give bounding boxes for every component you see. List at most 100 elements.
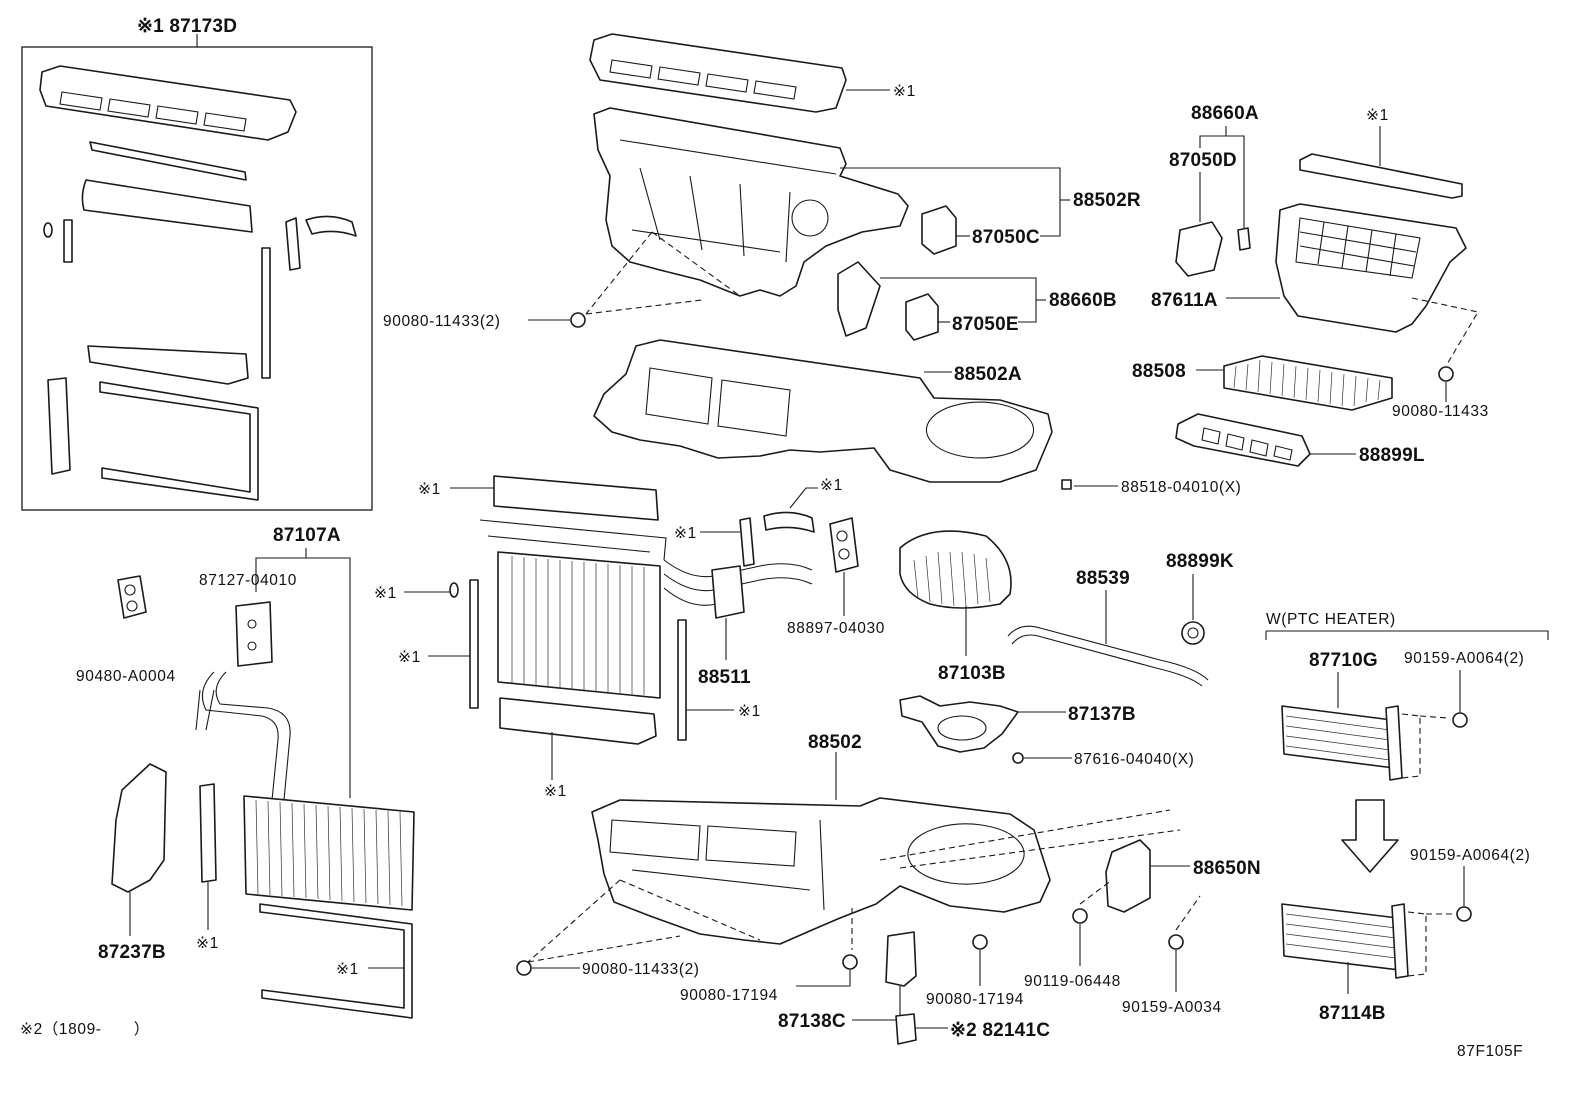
callout-87173D[interactable]: ※1 87173D [137, 16, 237, 37]
leader-88502R [840, 167, 1061, 237]
callout-87050E[interactable]: 87050E [952, 314, 1019, 335]
callout-87138C[interactable]: 87138C [778, 1011, 846, 1032]
amplifier-fastener-guide [1079, 879, 1201, 931]
evap-oring [739, 517, 755, 567]
callout-87137B[interactable]: 87137B [1068, 704, 1136, 725]
screw-90159-A0064-a [1452, 712, 1468, 728]
grommet2-hole-b [838, 548, 850, 560]
heater-l-seal [259, 903, 413, 1019]
kit-stick-right [261, 247, 271, 379]
ref-evap-foam-top: ※1 [418, 481, 441, 498]
ref-evap-stick-left: ※1 [398, 649, 421, 666]
evaporator-core [497, 551, 661, 699]
callout-87050C[interactable]: 87050C [972, 227, 1040, 248]
filter-cover-slots [1201, 427, 1293, 461]
callout-88899K[interactable]: 88899K [1166, 551, 1234, 572]
ptc-heater-2-guide [1407, 911, 1427, 977]
callout-88502R[interactable]: 88502R [1073, 190, 1141, 211]
callout-88511[interactable]: 88511 [698, 667, 751, 688]
blower-group: 87103B 88539 88899K 87137B 87616-04040(X… [899, 530, 1234, 768]
gasket-hole-b [247, 641, 257, 651]
lower-case-fastener-guide [527, 879, 761, 963]
middle-case-openings [645, 367, 1035, 459]
evap-tray [499, 697, 657, 745]
plug-88899K [1181, 621, 1205, 645]
lower-case-guide-right [879, 809, 1181, 869]
ref-evap-tray: ※1 [544, 783, 567, 800]
kit-hose-bent [305, 215, 357, 237]
callout-87237B[interactable]: 87237B [98, 942, 166, 963]
actuator-87050D [1175, 221, 1223, 277]
upper-case-ribs [619, 139, 837, 263]
callout-87611A[interactable]: 87611A [1151, 290, 1218, 311]
lower-case-openings [609, 819, 1025, 911]
callout-90080-11433-2-bottom[interactable]: 90080-11433(2) [582, 961, 700, 978]
ref-heater-l-seal: ※1 [336, 961, 359, 978]
callout-88660B[interactable]: 88660B [1049, 290, 1117, 311]
ref-evap-stick-right: ※1 [738, 703, 761, 720]
top-right-group: 88660A 87050D ※1 87611A 90080-11433 8850… [1132, 103, 1489, 467]
callout-88539[interactable]: 88539 [1076, 568, 1130, 589]
heater-pipes [195, 671, 291, 801]
grommet-hole-b [126, 600, 138, 612]
callout-87127-04010[interactable]: 87127-04010 [199, 572, 297, 589]
filter-88508 [1223, 355, 1393, 411]
callout-88899L[interactable]: 88899L [1359, 445, 1425, 466]
callout-87107A[interactable]: 87107A [273, 525, 341, 546]
callout-88650N[interactable]: 88650N [1193, 858, 1261, 879]
callout-90080-17194-b[interactable]: 90080-17194 [926, 991, 1024, 1008]
gasket-hole-a [247, 619, 257, 629]
leader-90080-17194-a [796, 970, 851, 987]
callout-90080-17194-a[interactable]: 90080-17194 [680, 987, 778, 1004]
callout-90119-06448[interactable]: 90119-06448 [1024, 973, 1121, 990]
middle-case-group: 88502A 88518-04010(X) [593, 339, 1241, 496]
link-88660B [837, 261, 881, 337]
heater-core-group: 87107A 87127-04010 90480-A0004 ※1 ※1 872… [76, 525, 415, 1019]
callout-88897-04030[interactable]: 88897-04030 [787, 620, 885, 637]
callout-87710G[interactable]: 87710G [1309, 650, 1378, 671]
ptc-heater-fins [1285, 715, 1391, 761]
screw-87616-04040 [1012, 752, 1024, 764]
callout-88660A[interactable]: 88660A [1191, 103, 1259, 124]
grommet-88897-04030 [829, 517, 859, 573]
ptc-variant-bracket [1265, 630, 1549, 640]
callout-90080-11433[interactable]: 90080-11433 [1392, 403, 1489, 420]
callout-90080-11433-2-top[interactable]: 90080-11433(2) [383, 313, 501, 330]
actuator-87050E [905, 293, 939, 341]
kit-seal-frame [39, 65, 297, 141]
ptc-screw-guide-a [1419, 715, 1449, 719]
connector-82141C [895, 1013, 917, 1045]
callout-87616-04040[interactable]: 87616-04040(X) [1074, 751, 1194, 768]
callout-90159-A0064-b[interactable]: 90159-A0064(2) [1410, 847, 1530, 864]
callout-90480-A0004[interactable]: 90480-A0004 [76, 668, 176, 685]
callout-90159-A0064-a[interactable]: 90159-A0064(2) [1404, 650, 1524, 667]
ref-evap-hose: ※1 [820, 477, 843, 494]
callout-88508[interactable]: 88508 [1132, 361, 1186, 382]
callout-90159-A0034[interactable]: 90159-A0034 [1122, 999, 1222, 1016]
callout-87114B[interactable]: 87114B [1319, 1003, 1386, 1024]
link-88660A [1237, 227, 1251, 251]
callout-88502[interactable]: 88502 [808, 732, 862, 753]
evap-ring [449, 582, 459, 598]
callout-88518-04010[interactable]: 88518-04010(X) [1121, 479, 1241, 496]
callout-82141C[interactable]: ※2 82141C [950, 1020, 1050, 1041]
ref-upper-seal: ※1 [893, 83, 916, 100]
lower-case-88502 [591, 797, 1051, 945]
kit-87173D-group: ※1 87173D [21, 16, 373, 511]
evap-tubes-top [479, 519, 667, 561]
intake-seal [1299, 153, 1463, 199]
leader-88660A [1199, 126, 1245, 228]
evap-foam-top [493, 475, 659, 521]
callout-87103B[interactable]: 87103B [938, 663, 1006, 684]
drain-hose-88539 [1007, 625, 1209, 687]
ptc-heater-bracket [1385, 705, 1403, 781]
evap-hose [763, 511, 815, 533]
blower-motor-87103B [899, 530, 1012, 609]
callout-88502A[interactable]: 88502A [954, 364, 1022, 385]
ptc-heater-guide [1401, 713, 1421, 779]
callout-87050D[interactable]: 87050D [1169, 150, 1237, 171]
upper-case-group: ※1 90080-11433(2) 88502R 87050C 88660B 8… [383, 33, 1141, 341]
ref-intake-seal: ※1 [1366, 107, 1389, 124]
ptc-heater-2-fins [1285, 913, 1397, 959]
